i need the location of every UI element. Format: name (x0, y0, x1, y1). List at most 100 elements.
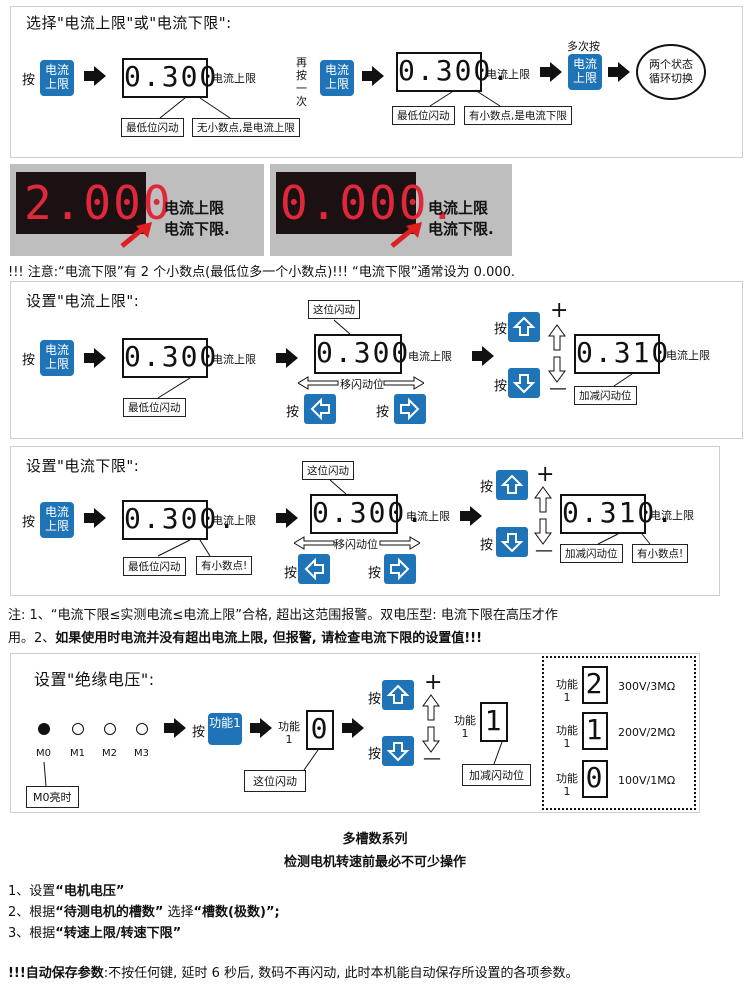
led-label-m1: M1 (70, 748, 85, 759)
current-limit-button-2[interactable]: 电流上限 (320, 60, 354, 96)
step-2-prefix: 2、根据 (8, 905, 56, 920)
arrow-right-icon (84, 348, 106, 368)
display-lower-edit: 0.300. (310, 494, 423, 534)
press-label: 按 (368, 566, 382, 581)
up-down-arrow-icon (422, 694, 440, 753)
option-desc: 300V/3MΩ (618, 680, 676, 693)
callout-adjust-flash: 加减闪动位 (560, 544, 623, 563)
arrow-right-icon (84, 66, 106, 86)
callout-pointer (493, 741, 503, 765)
minus-sign: — (423, 748, 441, 769)
callout-lowest-flash: 最低位闪动 (121, 118, 184, 137)
display-value: 0.300 (124, 340, 219, 373)
option-func: 功能1 (556, 678, 578, 704)
step-2-mid: 选择 (163, 905, 194, 920)
left-button[interactable] (298, 554, 330, 584)
press-label: 按 (192, 725, 206, 740)
minus-sign: — (535, 540, 553, 561)
option-digit: 1 (582, 712, 608, 750)
display-label: 电流上限 (212, 514, 256, 527)
option-digit-value: 1 (585, 713, 605, 746)
press-label: 按 (284, 566, 298, 581)
arrow-left-icon (304, 557, 324, 581)
press-label: 按 (368, 747, 382, 762)
left-button[interactable] (304, 394, 336, 424)
arrow-right-icon (250, 718, 272, 738)
section-title: 选择"电流上限"或"电流下限": (26, 14, 232, 32)
note-2-plain: 用。2、 (8, 631, 56, 646)
display-upper: 0.300 (122, 58, 216, 98)
option-func: 功能1 (556, 724, 578, 750)
led-label-m0: M0 (36, 748, 51, 759)
arrow-right-icon (164, 718, 186, 738)
arrow-right-icon (276, 508, 298, 528)
arrow-down-icon (500, 533, 524, 553)
photo-digits: 2.000 (24, 176, 173, 230)
step-3-prefix: 3、根据 (8, 926, 56, 941)
current-limit-button[interactable]: 电流上限 (40, 60, 74, 96)
option-func: 功能1 (556, 772, 578, 798)
note-2-line-1: 注: 1、“电流下限≤实测电流≤电流上限”合格, 超出这范围报警。双电压型: 电… (8, 608, 558, 623)
display-value: 0.300 (124, 60, 219, 93)
options-panel (542, 656, 696, 810)
press-label: 按 (22, 353, 36, 368)
function-1-button[interactable]: 功能1 (208, 713, 242, 745)
arrow-right-icon (342, 718, 364, 738)
footer-heading-2: 检测电机转速前最必不可少操作 (283, 855, 466, 870)
note-2-line-2: 用。2、如果使用时电流并没有超出电流上限, 但报警, 请检查电流下限的设置值!!… (8, 627, 482, 646)
current-limit-button[interactable]: 电流上限 (40, 340, 74, 376)
note-2-bold: 如果使用时电流并没有超出电流上限, 但报警, 请检查电流下限的设置值!!! (55, 631, 482, 646)
display-value: 0.300. (312, 496, 426, 529)
red-arrow-icon (120, 222, 152, 248)
callout-pointer (429, 89, 501, 107)
callout-pointer (333, 319, 351, 335)
digit-value: 1 (484, 704, 504, 737)
led-label-m2: M2 (102, 748, 117, 759)
option-desc: 100V/1MΩ (618, 774, 676, 787)
down-button[interactable] (382, 736, 414, 766)
display-value: 0.310 (576, 336, 671, 369)
arrow-up-icon (500, 474, 524, 494)
down-button[interactable] (508, 368, 540, 398)
cycle-ellipse: 两个状态循环切换 (636, 44, 706, 100)
down-button[interactable] (496, 527, 528, 557)
display-lower: 0.300. (396, 52, 509, 92)
option-desc: 200V/2MΩ (618, 726, 676, 739)
minus-sign: — (549, 378, 567, 399)
step-2: 2、根据“待测电机的槽数” 选择“槽数(极数)”; (8, 901, 280, 920)
display-upper-edit: 0.300 (314, 334, 408, 374)
option-digit-value: 0 (585, 761, 605, 794)
move-flash-label: 移闪动位 (334, 538, 378, 551)
display-value: 0.300. (398, 54, 512, 87)
auto-save-bold: !!!自动保存参数 (8, 966, 104, 981)
current-limit-button-3[interactable]: 电流上限 (568, 54, 602, 90)
display-value: 0.310. (562, 496, 676, 529)
callout-pointer (613, 373, 633, 387)
arrow-right-icon (540, 62, 562, 82)
photo-upper-limit: 2.000 电流上限 电流下限. (10, 164, 264, 256)
press-label: 按 (286, 405, 300, 420)
option-digit: 2 (582, 666, 608, 704)
photo-caption-lower: 电流下限. (428, 220, 494, 238)
plus-sign: + (550, 298, 569, 323)
up-button[interactable] (382, 680, 414, 710)
callout-this-flash: 这位闪动 (302, 461, 354, 480)
photo-caption-upper: 电流上限 (164, 199, 225, 217)
up-button[interactable] (496, 470, 528, 500)
arrow-right-icon (390, 557, 410, 581)
note-lower-limit: !!! 注意:“电流下限”有 2 个小数点(最低位多一个小数点)!!! “电流下… (8, 265, 516, 280)
right-button[interactable] (394, 394, 426, 424)
current-limit-button[interactable]: 电流上限 (40, 502, 74, 538)
double-arrow-icon (294, 536, 420, 550)
callout-adjust-flash: 加减闪动位 (462, 764, 531, 786)
double-arrow-icon (298, 376, 424, 390)
up-button[interactable] (508, 312, 540, 342)
press-label: 按 (494, 322, 508, 337)
led-label-m3: M3 (134, 748, 149, 759)
callout-pointer (157, 377, 191, 399)
right-button[interactable] (384, 554, 416, 584)
callout-pointer (157, 539, 211, 557)
option-digit-value: 2 (585, 667, 605, 700)
step-1-bold: “电机电压” (55, 884, 125, 899)
function-label: 功能1 (278, 720, 300, 746)
